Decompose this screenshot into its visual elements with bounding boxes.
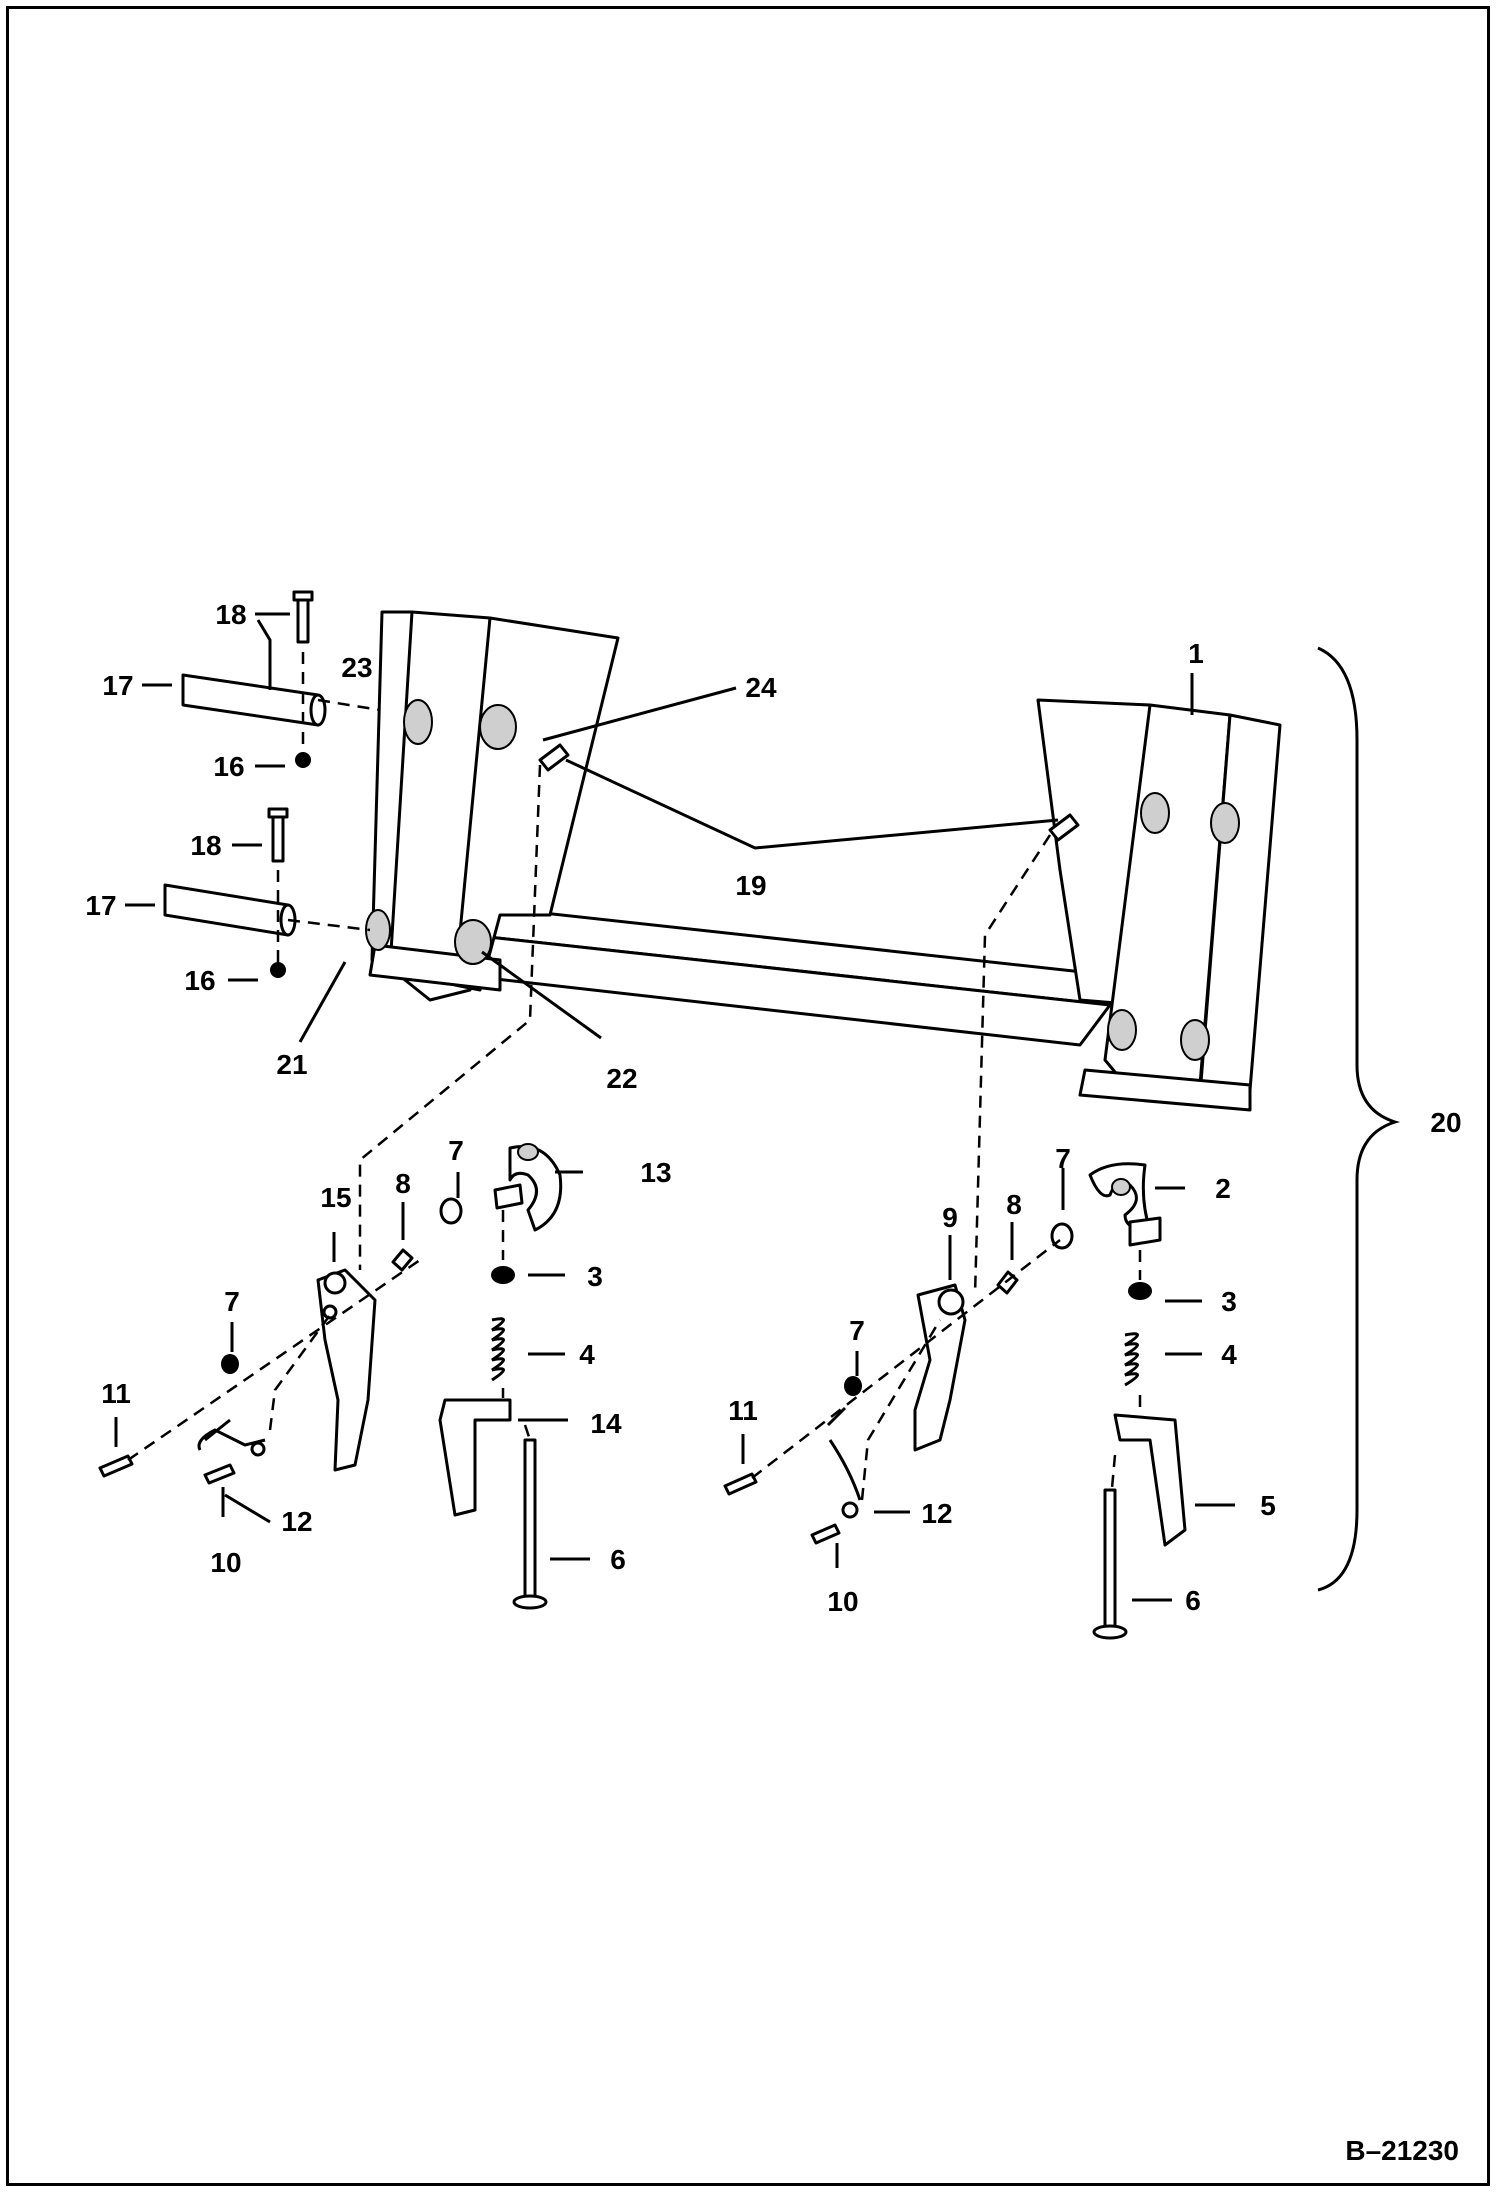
nut-16-lower: [270, 962, 286, 978]
pivot-pin-17-upper: [181, 673, 327, 727]
callout-12-right: 12: [921, 1498, 952, 1529]
callout-6-right: 6: [1185, 1585, 1201, 1616]
callout-20: 20: [1430, 1107, 1461, 1138]
bolt-18-upper: [292, 590, 314, 644]
callout-1: 1: [1188, 638, 1204, 669]
callout-18-upper: 18: [215, 599, 246, 630]
leader-lines: [114, 612, 1400, 1602]
callout-17-upper: 17: [102, 670, 133, 701]
stud-19-right: [1048, 813, 1080, 842]
bolt-18-lower: [267, 807, 289, 863]
nut-16-upper: [295, 752, 311, 768]
callout-14: 14: [590, 1408, 622, 1439]
callout-7-d: 7: [849, 1315, 865, 1346]
callout-11-left: 11: [101, 1378, 131, 1409]
callout-4-right: 4: [1221, 1339, 1237, 1370]
drawing-border: [6, 6, 1490, 2186]
callout-24: 24: [745, 672, 777, 703]
callout-4-left: 4: [579, 1339, 595, 1370]
callout-16-upper: 16: [213, 751, 244, 782]
callout-23: 23: [341, 652, 372, 683]
stud-19-left: [538, 743, 570, 772]
callout-18-lower: 18: [190, 830, 221, 861]
callout-13: 13: [640, 1157, 671, 1188]
callout-16-lower: 16: [184, 965, 215, 996]
callout-6-left: 6: [610, 1544, 626, 1575]
callout-8-right: 8: [1006, 1189, 1022, 1220]
callout-5: 5: [1260, 1490, 1276, 1521]
callout-7-a: 7: [448, 1135, 464, 1166]
callout-2: 2: [1215, 1173, 1231, 1204]
callout-7-b: 7: [224, 1286, 240, 1317]
callout-15: 15: [320, 1182, 351, 1213]
drawing-number: B–21230: [1345, 2135, 1459, 2166]
callout-7-c: 7: [1055, 1143, 1071, 1174]
callout-8-left: 8: [395, 1168, 411, 1199]
callout-12-left: 12: [281, 1506, 312, 1537]
callout-10-left: 10: [210, 1547, 241, 1578]
mounting-frame: [365, 610, 1282, 1112]
callout-10-right: 10: [827, 1586, 858, 1617]
assembly-lines: [127, 652, 1142, 1501]
callout-19: 19: [735, 870, 766, 901]
callout-21: 21: [276, 1049, 307, 1080]
left-latch-assembly: [98, 1143, 563, 1610]
callout-22: 22: [606, 1063, 637, 1094]
callout-11-right: 11: [728, 1395, 758, 1426]
right-latch-assembly: [723, 1162, 1187, 1640]
callout-17-lower: 17: [85, 890, 116, 921]
callout-3-left: 3: [587, 1261, 603, 1292]
callout-9: 9: [942, 1202, 958, 1233]
callout-3-right: 3: [1221, 1286, 1237, 1317]
callouts: 1 2 3 3 4 4 5 6 6 7 7 7 7 8 8 9 10 10 11…: [85, 599, 1461, 2166]
pivot-pin-17-lower: [163, 883, 297, 937]
